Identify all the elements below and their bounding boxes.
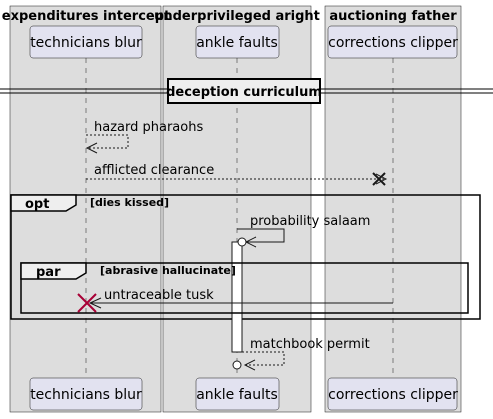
arrowhead-icon (243, 359, 256, 371)
message-label: untraceable tusk (104, 288, 214, 303)
fragment-opt-tab (10, 194, 77, 212)
lost-message-circle-icon (237, 237, 247, 247)
message-label: matchbook permit (250, 337, 370, 352)
participant-label: corrections clipper (328, 387, 458, 403)
fragment-par-tab (20, 262, 87, 280)
divider-box (167, 78, 321, 104)
participant-label: corrections clipper (328, 35, 458, 51)
participant-label: ankle faults (196, 35, 278, 51)
message-label: probability salaam (250, 214, 370, 229)
divider-label: deception curriculum (166, 85, 322, 100)
message-probability-salaam-line (237, 228, 285, 243)
fragment-par-frame (20, 262, 469, 314)
fragment-kind: opt (25, 197, 49, 212)
activation-bar (231, 241, 243, 353)
fragment-kind: par (36, 265, 61, 280)
participant-technicians-blur[interactable] (29, 25, 143, 59)
lane-title: expenditures intercept (2, 9, 171, 24)
arrowhead-icon (375, 173, 388, 185)
arrowhead-icon (88, 297, 102, 309)
participant-ankle-faults-bottom[interactable] (195, 377, 280, 411)
fragment-guard: [abrasive hallucinate] (100, 264, 236, 277)
fragment-opt-frame (10, 194, 481, 320)
message-matchbook-permit-line (242, 351, 285, 366)
lane-title: underprivileged aright (154, 9, 320, 24)
lane-title: auctioning father (329, 9, 457, 24)
message-label: hazard pharaohs (94, 120, 203, 135)
participant-corrections-clipper-bottom[interactable] (327, 377, 458, 411)
participant-label: technicians blur (30, 35, 142, 51)
message-label: afflicted clearance (94, 163, 214, 178)
destroy-icon (77, 293, 97, 313)
participant-technicians-blur-bottom[interactable] (29, 377, 143, 411)
participant-label: ankle faults (196, 387, 278, 403)
message-hazard-pharaohs-line (86, 134, 129, 149)
destroy-icon (372, 172, 386, 186)
fragment-guard: [dies kissed] (90, 196, 169, 209)
arrowhead-icon (85, 142, 98, 154)
participant-label: technicians blur (30, 387, 142, 403)
participant-ankle-faults[interactable] (195, 25, 280, 59)
participant-corrections-clipper[interactable] (327, 25, 458, 59)
lost-message-circle-icon (232, 360, 242, 370)
